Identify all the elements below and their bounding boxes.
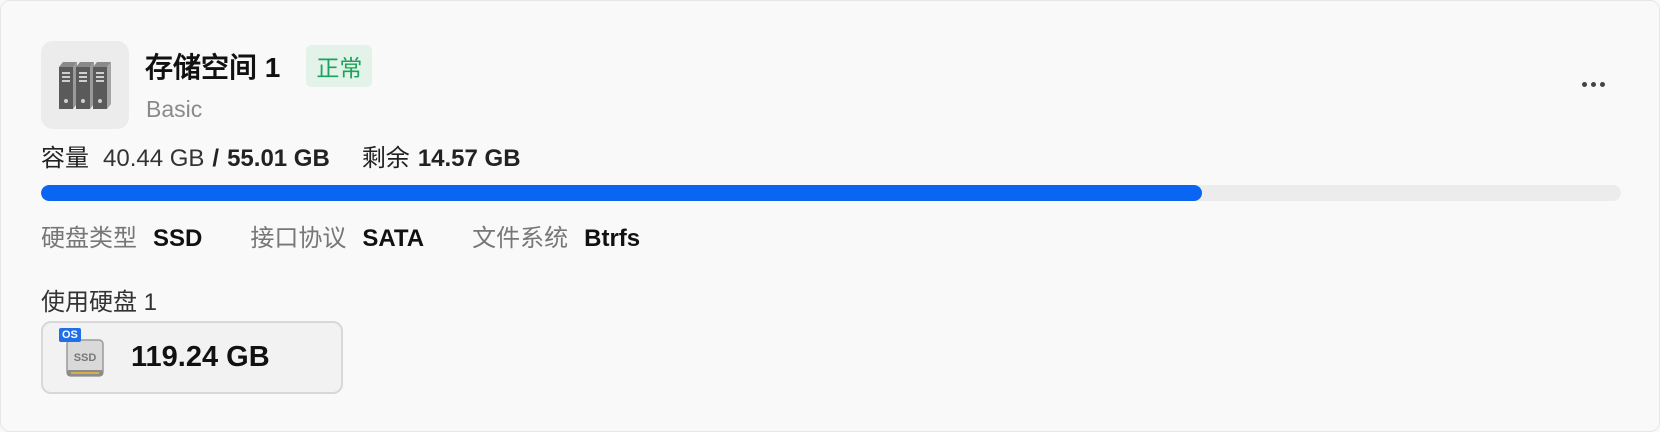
capacity-summary: 容量 40.44 GB / 55.01 GB 剩余 14.57 GB [41, 138, 521, 173]
interface-value: SATA [362, 225, 425, 252]
ssd-drive-icon: SSD OS [59, 327, 109, 382]
capacity-progress-fill [41, 185, 1203, 201]
disk-size: 119.24 GB [131, 341, 270, 373]
disk-type-value: SSD [153, 225, 203, 252]
interface-label: 接口协议 [250, 225, 347, 252]
disk-specs: 硬盘类型 SSD 接口协议 SATA 文件系统 Btrfs [41, 218, 640, 253]
pool-title: 存储空间 1 [145, 52, 281, 83]
more-dot [1590, 81, 1596, 87]
capacity-separator: / [212, 145, 220, 172]
more-dot [1599, 81, 1605, 87]
os-badge: OS [59, 327, 81, 342]
more-dots-icon [1581, 81, 1587, 87]
disk-card[interactable]: SSD OS 119.24 GB [41, 321, 343, 394]
filesystem-label: 文件系统 [472, 225, 569, 252]
server-rack-icon [41, 41, 129, 129]
filesystem-value: Btrfs [584, 225, 641, 252]
more-options-button[interactable] [1569, 69, 1617, 99]
pool-header: 存储空间 1 正常 [145, 45, 373, 87]
capacity-total: 55.01 GB [227, 145, 330, 172]
capacity-used: 40.44 GB [103, 145, 205, 172]
svg-text:SSD: SSD [74, 352, 97, 364]
pool-type-label: Basic [146, 96, 203, 122]
used-disks-heading: 使用硬盘 1 [41, 289, 158, 316]
capacity-progress-bar [41, 185, 1621, 201]
status-badge: 正常 [306, 45, 373, 87]
free-label: 剩余 [361, 145, 410, 172]
capacity-label: 容量 [41, 145, 89, 172]
disk-type-label: 硬盘类型 [41, 225, 137, 252]
free-value: 14.57 GB [417, 145, 521, 172]
